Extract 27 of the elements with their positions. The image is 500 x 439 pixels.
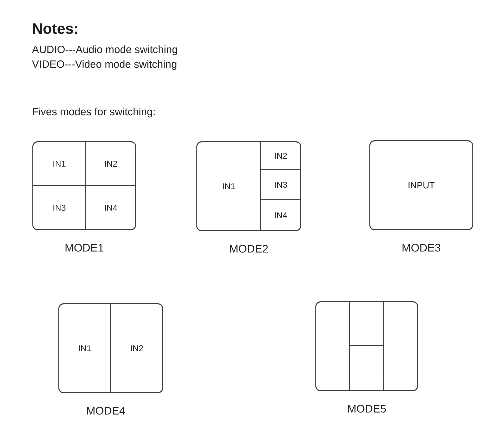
screen-frame [58,304,164,394]
section-heading: Fives modes for switching: [33,108,155,118]
screen-pane [350,302,384,346]
note-line: VIDEO---Video mode switching [32,60,177,70]
screen-pane: IN2 [86,142,136,186]
screen-frame [316,302,418,392]
mode-caption: MODE1 [66,244,104,252]
screen-pane: IN4 [86,186,136,230]
screen-pane: IN1 [33,142,86,186]
screen-frame: INPUT [370,140,474,230]
mode-caption: MODE2 [230,245,268,253]
screen-pane: IN1 [59,304,112,393]
screen-pane: IN3 [260,170,301,200]
screen-frame [196,142,302,232]
notes-heading: Notes: [33,24,78,34]
screen-pane [350,346,384,391]
screen-frame [32,142,136,230]
screen-pane: IN4 [260,200,301,231]
screen-pane: IN2 [110,304,163,393]
mode-caption: MODE3 [402,244,441,252]
screen-pane [384,302,418,391]
mode-caption: MODE4 [87,407,126,415]
note-line: AUDIO---Audio mode switching [32,46,178,56]
screen-pane: IN2 [260,142,301,170]
mode-caption: MODE5 [348,405,386,413]
screen-pane: IN1 [197,142,262,231]
screen-pane: IN3 [33,186,86,230]
